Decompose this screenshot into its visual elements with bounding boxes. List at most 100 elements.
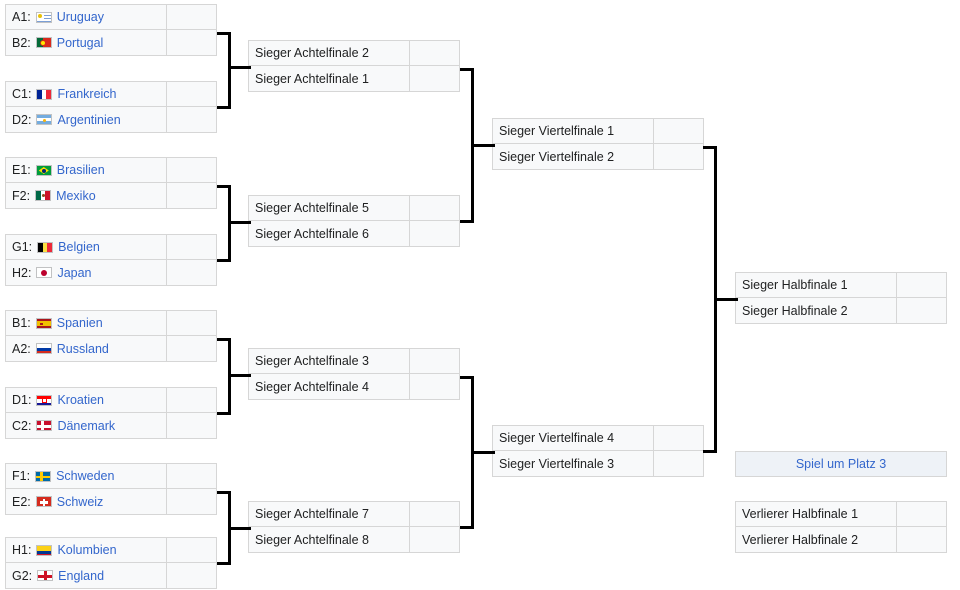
team-link[interactable]: Kolumbien	[57, 543, 117, 557]
score-cell[interactable]	[166, 538, 216, 562]
competitor-cell: A1:Uruguay	[6, 5, 166, 29]
competitor-cell: Sieger Achtelfinale 4	[249, 374, 409, 399]
competitor-cell: Sieger Halbfinale 1	[736, 273, 896, 297]
score-cell[interactable]	[166, 563, 216, 588]
score-cell[interactable]	[166, 311, 216, 335]
connector-arm-bottom	[217, 106, 231, 109]
connector-stub	[717, 298, 738, 301]
score-cell[interactable]	[409, 221, 459, 246]
match-row: Sieger Achtelfinale 2	[248, 40, 460, 66]
group-seed-label: H1:	[12, 543, 32, 557]
score-cell[interactable]	[166, 107, 216, 132]
match-row: G1:Belgien	[5, 234, 217, 260]
competitor-cell: C1: Frankreich	[6, 82, 166, 106]
score-cell[interactable]	[653, 426, 703, 450]
match-row: D1:Kroatien	[5, 387, 217, 413]
competitor-cell: D1:Kroatien	[6, 388, 166, 412]
group-seed-label: F1:	[12, 469, 31, 483]
placeholder-label: Sieger Achtelfinale 7	[255, 507, 369, 521]
team-link[interactable]: Spanien	[56, 316, 103, 330]
placeholder-label: Sieger Achtelfinale 3	[255, 354, 369, 368]
match-row: F1: Schweden	[5, 463, 217, 489]
team-link[interactable]: Portugal	[56, 35, 104, 50]
competitor-cell: E2:Schweiz	[6, 489, 166, 514]
group-seed-label: F2:	[12, 188, 31, 203]
score-cell[interactable]	[166, 5, 216, 29]
mexiko-flag-icon	[35, 190, 52, 201]
score-cell[interactable]	[166, 235, 216, 259]
team-link[interactable]: Schweden	[56, 469, 115, 483]
score-cell[interactable]	[409, 374, 459, 399]
score-cell[interactable]	[409, 502, 459, 526]
connector-vertical	[228, 338, 231, 415]
connector-arm-top	[460, 68, 474, 71]
score-cell[interactable]	[409, 349, 459, 373]
competitor-cell: Sieger Halbfinale 2	[736, 298, 896, 323]
team-link[interactable]: Russland	[56, 341, 109, 356]
competitor-cell: G1:Belgien	[6, 235, 166, 259]
bracket-connector	[217, 338, 251, 415]
placeholder-label: Sieger Viertelfinale 1	[499, 124, 615, 138]
bracket-connector	[460, 376, 495, 529]
score-cell[interactable]	[166, 82, 216, 106]
connector-arm-top	[217, 32, 231, 35]
score-cell[interactable]	[896, 298, 946, 323]
team-link[interactable]: Uruguay	[56, 10, 105, 24]
match-row: Sieger Achtelfinale 6	[248, 221, 460, 247]
connector-vertical	[228, 185, 231, 262]
team-link[interactable]: Frankreich	[57, 87, 117, 101]
group-seed-label: A2:	[12, 341, 31, 356]
connector-stub	[231, 66, 251, 69]
score-cell[interactable]	[653, 144, 703, 169]
placeholder-label: Sieger Achtelfinale 1	[255, 71, 369, 86]
match-row: E1:Brasilien	[5, 157, 217, 183]
score-cell[interactable]	[166, 388, 216, 412]
score-cell[interactable]	[166, 336, 216, 361]
score-cell[interactable]	[166, 464, 216, 488]
team-link[interactable]: Dänemark	[57, 418, 116, 433]
score-cell[interactable]	[896, 273, 946, 297]
score-cell[interactable]	[166, 158, 216, 182]
group-seed-label: D2:	[12, 112, 32, 127]
match-row: F2: Mexiko	[5, 183, 217, 209]
placeholder-label: Sieger Achtelfinale 8	[255, 532, 369, 547]
team-link[interactable]: Japan	[57, 265, 92, 280]
team-link[interactable]: Mexiko	[56, 188, 96, 203]
competitor-cell: Sieger Achtelfinale 6	[249, 221, 409, 246]
connector-arm-top	[460, 376, 474, 379]
team-link[interactable]: Kroatien	[57, 393, 105, 407]
score-cell[interactable]	[409, 196, 459, 220]
bracket-connector	[460, 68, 495, 223]
team-link[interactable]: Schweiz	[56, 494, 104, 509]
group-seed-label: C1:	[12, 87, 32, 101]
brasilien-flag-icon	[35, 164, 52, 176]
match-row: Sieger Halbfinale 1	[735, 272, 947, 298]
connector-arm-bottom	[217, 259, 231, 262]
team-link[interactable]: Argentinien	[57, 112, 121, 127]
score-cell[interactable]	[409, 66, 459, 91]
third-place-banner-label[interactable]: Spiel um Platz 3	[795, 457, 887, 471]
score-cell[interactable]	[409, 527, 459, 552]
score-cell[interactable]	[166, 489, 216, 514]
competitor-cell: H2:Japan	[6, 260, 166, 285]
score-cell[interactable]	[166, 260, 216, 285]
score-cell[interactable]	[166, 30, 216, 55]
team-link[interactable]: Brasilien	[56, 163, 105, 177]
score-cell[interactable]	[166, 413, 216, 438]
score-cell[interactable]	[653, 119, 703, 143]
score-cell[interactable]	[896, 527, 946, 552]
team-link[interactable]: England	[58, 568, 105, 583]
score-cell[interactable]	[409, 41, 459, 65]
score-cell[interactable]	[653, 451, 703, 476]
connector-stub	[231, 374, 251, 377]
competitor-cell: Sieger Viertelfinale 3	[493, 451, 653, 476]
score-cell[interactable]	[896, 502, 946, 526]
competitor-cell: Verlierer Halbfinale 1	[736, 502, 896, 526]
team-link[interactable]: Belgien	[58, 240, 100, 254]
score-cell[interactable]	[166, 183, 216, 208]
match-row: Sieger Achtelfinale 4	[248, 374, 460, 400]
schweiz-flag-icon	[35, 496, 52, 507]
